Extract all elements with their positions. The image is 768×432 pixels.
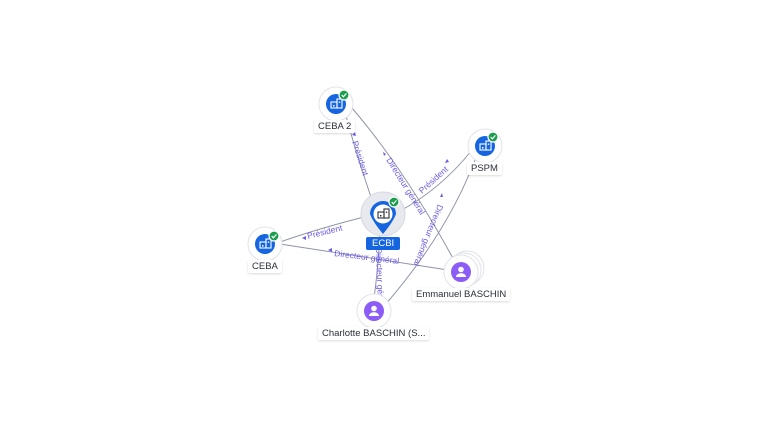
node-emmanuel[interactable] — [443, 250, 485, 290]
edge-label-ecbi-ceba2: Président — [350, 140, 371, 178]
edge-label-ceba-emmanuel: Directeur général — [334, 248, 400, 266]
arrow-pspm-charlotte — [440, 193, 443, 197]
node-ceba[interactable] — [247, 226, 283, 262]
check-badge-icon — [487, 131, 499, 143]
edge-label-ecbi-pspm: Président — [417, 164, 451, 196]
node-ceba2[interactable] — [318, 86, 354, 122]
edge-ceba-emmanuel — [279, 243, 449, 271]
node-pspm[interactable] — [467, 128, 503, 164]
node-label-pspm: PSPM — [467, 162, 502, 175]
arrow-ceba2-emmanuel — [383, 152, 386, 156]
node-ecbi[interactable] — [360, 191, 406, 237]
check-badge-icon — [268, 230, 280, 242]
edge-ecbi-ceba2 — [344, 111, 373, 201]
arrow-ecbi-ceba2 — [352, 132, 356, 136]
node-charlotte[interactable] — [356, 293, 392, 329]
node-label-ceba2: CEBA 2 — [314, 120, 356, 133]
arrow-ecbi-pspm — [445, 159, 449, 163]
node-label-ecbi: ECBI — [366, 237, 401, 250]
arrow-ecbi-ceba — [302, 236, 306, 240]
check-badge-icon — [338, 89, 350, 101]
edge-ecbi-pspm — [397, 149, 473, 213]
edge-ceba2-emmanuel — [351, 107, 456, 263]
edge-ecbi-ceba — [279, 215, 369, 243]
edge-label-ecbi-ceba: Président — [306, 222, 344, 241]
arrow-ceba-emmanuel — [328, 248, 332, 252]
node-label-emmanuel: Emmanuel BASCHIN — [412, 288, 511, 301]
check-badge-icon — [388, 196, 400, 208]
node-label-ceba: CEBA — [248, 260, 282, 273]
node-label-charlotte: Charlotte BASCHIN (S... — [318, 327, 430, 340]
